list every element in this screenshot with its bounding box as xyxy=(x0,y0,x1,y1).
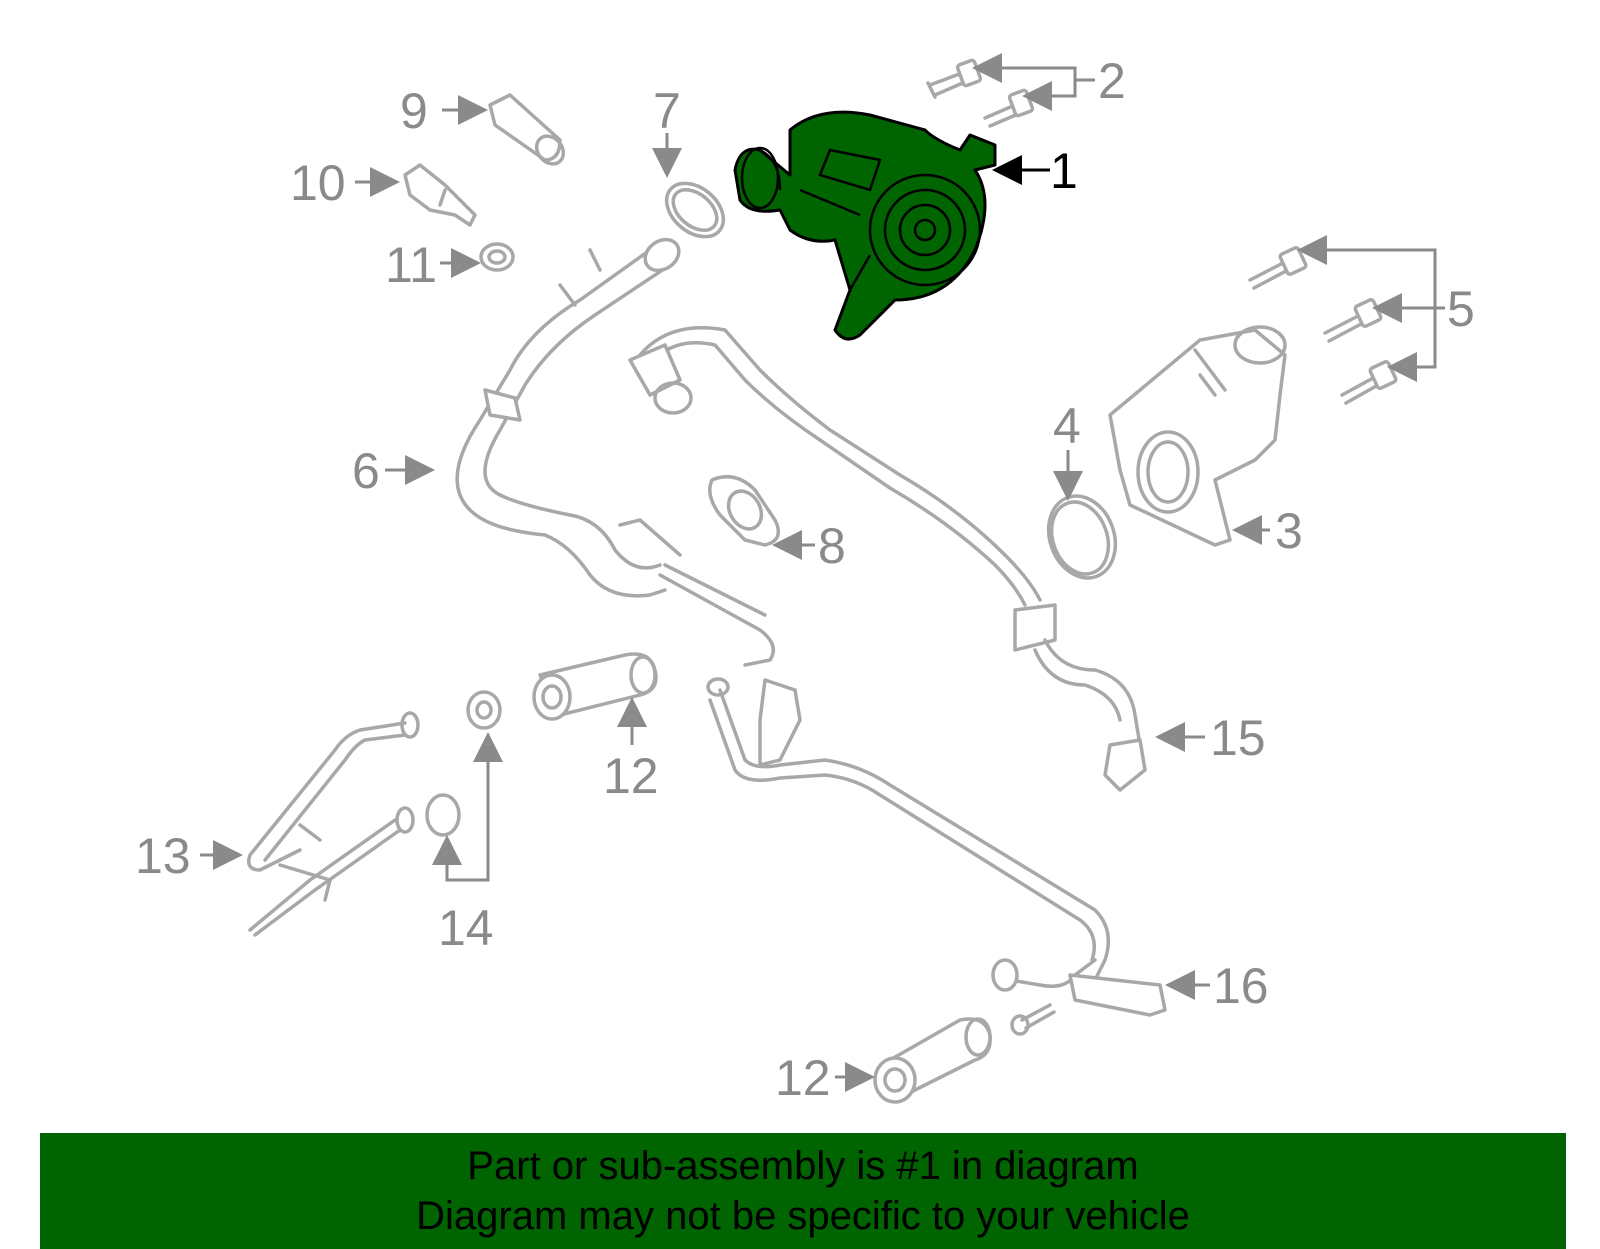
callout-7: 7 xyxy=(653,83,681,139)
part-9-sensor[interactable] xyxy=(488,93,569,169)
callout-4: 4 xyxy=(1053,398,1081,454)
callout-10: 10 xyxy=(290,155,346,211)
part-6-hose[interactable] xyxy=(455,233,776,667)
callout-5: 5 xyxy=(1447,281,1475,337)
callout-8: 8 xyxy=(818,518,846,574)
callout-16: 16 xyxy=(1213,958,1269,1014)
callout-12-lower: 12 xyxy=(775,1050,831,1106)
banner-line-1: Part or sub-assembly is #1 in diagram xyxy=(467,1144,1139,1188)
part-11-washer[interactable] xyxy=(479,242,515,272)
part-12-coupling-lower[interactable] xyxy=(873,1017,992,1104)
part-8-gasket[interactable] xyxy=(708,474,781,547)
callout-9: 9 xyxy=(400,83,428,139)
part-15-hose[interactable] xyxy=(628,326,1147,792)
part-10-sensor[interactable] xyxy=(403,163,477,227)
callout-14: 14 xyxy=(438,900,494,956)
callout-6: 6 xyxy=(352,443,380,499)
callout-1: 1 xyxy=(1050,143,1078,199)
part-3-thermostat-housing[interactable] xyxy=(1108,325,1287,547)
callout-15: 15 xyxy=(1210,710,1266,766)
callout-3: 3 xyxy=(1275,503,1303,559)
part-16-pipe[interactable] xyxy=(706,677,1167,1036)
parts-diagram: 1 2 3 4 5 6 7 8 9 10 11 12 12 13 14 15 1… xyxy=(135,53,1475,1106)
part-13-pipe[interactable] xyxy=(247,711,420,937)
part-7-o-ring[interactable] xyxy=(656,173,733,248)
info-banner: Part or sub-assembly is #1 in diagram Di… xyxy=(40,1133,1566,1249)
callout-11: 11 xyxy=(385,237,437,293)
callout-12-upper: 12 xyxy=(603,748,659,804)
callout-13: 13 xyxy=(135,828,191,884)
part-4-o-ring[interactable] xyxy=(1038,487,1127,588)
part-2-bolts[interactable] xyxy=(926,58,1035,128)
part-1-water-pump[interactable] xyxy=(733,110,997,341)
part-12-coupling-upper[interactable] xyxy=(532,652,658,721)
callout-arrows xyxy=(200,53,1445,1092)
callout-2: 2 xyxy=(1098,53,1126,109)
banner-line-2: Diagram may not be specific to your vehi… xyxy=(416,1194,1190,1238)
